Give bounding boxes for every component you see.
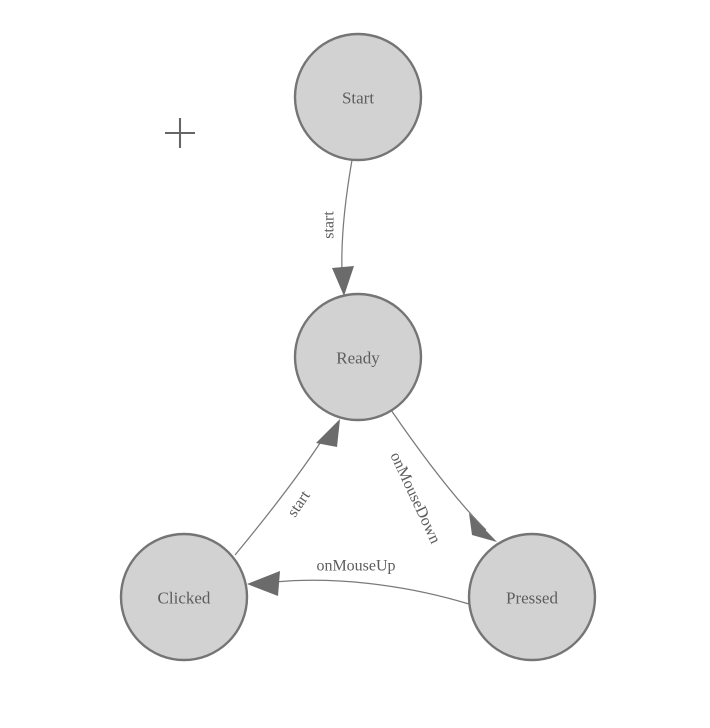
node-shape xyxy=(119,532,249,662)
node-label: Clicked xyxy=(158,589,211,608)
node-pressed[interactable]: Pressed xyxy=(467,532,597,662)
node-label: Pressed xyxy=(506,589,558,608)
node-label: Start xyxy=(342,89,374,108)
edge-clicked-to-ready[interactable] xyxy=(234,419,340,556)
edge-line xyxy=(341,159,353,273)
node-clicked[interactable]: Clicked xyxy=(119,532,249,662)
crosshair-icon xyxy=(165,118,195,148)
arrowhead-icon xyxy=(247,571,280,596)
edge-label-pressed-to-clicked: onMouseUp xyxy=(316,558,395,575)
arrowhead-icon xyxy=(316,419,340,447)
edge-label-ready-to-pressed: onMouseDown xyxy=(386,450,443,547)
edge-line xyxy=(390,409,487,531)
node-label: Ready xyxy=(336,349,380,368)
edge-label-start-to-ready: start xyxy=(321,211,338,239)
edge-pressed-to-clicked[interactable] xyxy=(247,571,470,605)
edge-line xyxy=(274,579,470,605)
arrowhead-icon xyxy=(469,513,497,542)
edge-ready-to-pressed[interactable] xyxy=(390,409,497,542)
edge-label-clicked-to-ready: start xyxy=(284,487,314,520)
node-shape xyxy=(467,532,597,662)
node-shape xyxy=(293,32,423,162)
node-start[interactable]: Start xyxy=(293,32,423,162)
node-shape xyxy=(293,292,423,422)
node-ready[interactable]: Ready xyxy=(293,292,423,422)
edge-start-to-ready[interactable] xyxy=(332,159,354,296)
edge-line xyxy=(234,436,325,556)
arrowhead-icon xyxy=(332,266,354,296)
